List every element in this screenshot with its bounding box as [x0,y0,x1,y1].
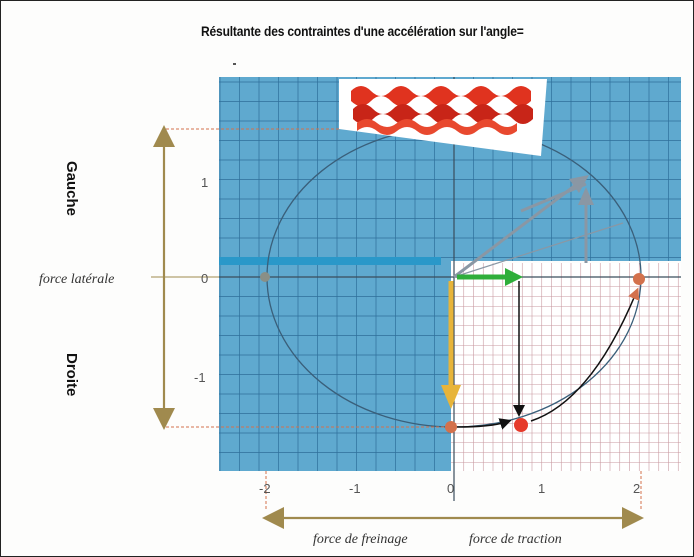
gray-thin-arrow [453,222,624,278]
x-tick-label: 1 [538,481,545,496]
x-tick-label: 0 [447,481,454,496]
gray-resultant-arrow [453,179,582,279]
gray-short-arrow [520,182,587,213]
label-force-laterale: force latérale [39,272,114,287]
x-tick-label: -2 [259,481,271,496]
point-bottom [445,421,457,433]
y-tick-label: -1 [194,370,206,385]
label-force-freinage: force de freinage [313,532,408,547]
white-zone-lower-right [451,263,681,471]
black-curve-arrow-1 [455,418,512,430]
point-red-result [514,418,528,432]
point-right [633,273,645,285]
tire-tread-logo [339,79,547,156]
small-dot-mark [233,63,236,65]
diagram-title: Résultante des contraintes d'une accélér… [201,23,524,39]
black-curve-arrow-2 [530,287,640,422]
y-tick-label: 0 [201,271,208,286]
label-force-traction: force de traction [469,532,562,547]
x-tick-label: -1 [349,481,361,496]
cyan-lateral-band [219,257,441,265]
y-tick-label: 1 [201,175,208,190]
x-tick-label: 2 [633,481,640,496]
blue-zone-left-lower [219,261,451,471]
grid-pink-area [451,263,681,471]
label-gauche: Gauche [63,161,80,216]
label-droite: Droite [63,353,80,396]
point-left [260,272,270,282]
